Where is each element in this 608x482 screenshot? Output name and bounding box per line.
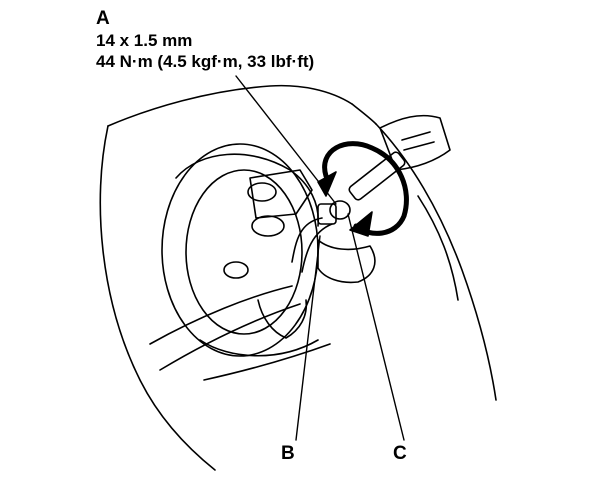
- wrench-handle: [380, 116, 450, 170]
- banjo-bolt: [330, 201, 350, 219]
- shield-edge: [200, 340, 318, 356]
- brake-disc-inner: [186, 170, 302, 334]
- brake-hose-lower: [302, 224, 332, 272]
- inner-panel-right: [418, 196, 458, 300]
- rotation-arrowhead-top: [318, 172, 336, 196]
- caliper-body: [318, 240, 375, 282]
- rotation-arrowhead: [350, 212, 372, 236]
- knuckle-arc: [176, 154, 318, 226]
- brake-hose-upper: [292, 218, 322, 262]
- torque-spec: 44 N·m (4.5 kgf·m, 33 lbf·ft): [96, 52, 315, 71]
- drive-shaft-top: [150, 286, 292, 344]
- bolt-size-spec: 14 x 1.5 mm: [96, 31, 193, 50]
- callout-c: C: [393, 443, 407, 464]
- drive-shaft-bottom: [160, 304, 300, 370]
- leader-c: [348, 214, 404, 440]
- wheel-well-outline: [108, 86, 352, 126]
- leader-b: [296, 236, 320, 440]
- fender-curve: [352, 104, 376, 124]
- knuckle-bolt-mid: [252, 216, 284, 236]
- body-panel-left: [100, 126, 215, 470]
- callout-b: B: [281, 443, 295, 464]
- lower-arm: [204, 344, 330, 380]
- caliper-bracket: [250, 170, 312, 218]
- knuckle-bolt-lower: [224, 262, 248, 278]
- callout-a: A: [96, 8, 110, 29]
- leader-a: [236, 76, 336, 204]
- knuckle-bolt-upper: [248, 183, 276, 201]
- rotation-arrow: [325, 144, 407, 234]
- cv-boot: [258, 300, 306, 338]
- wrench-grip-lines: [402, 132, 434, 150]
- body-panel-right-edge: [376, 124, 496, 400]
- torque-wrench-shaft: [348, 151, 407, 202]
- hose-fitting: [318, 204, 336, 224]
